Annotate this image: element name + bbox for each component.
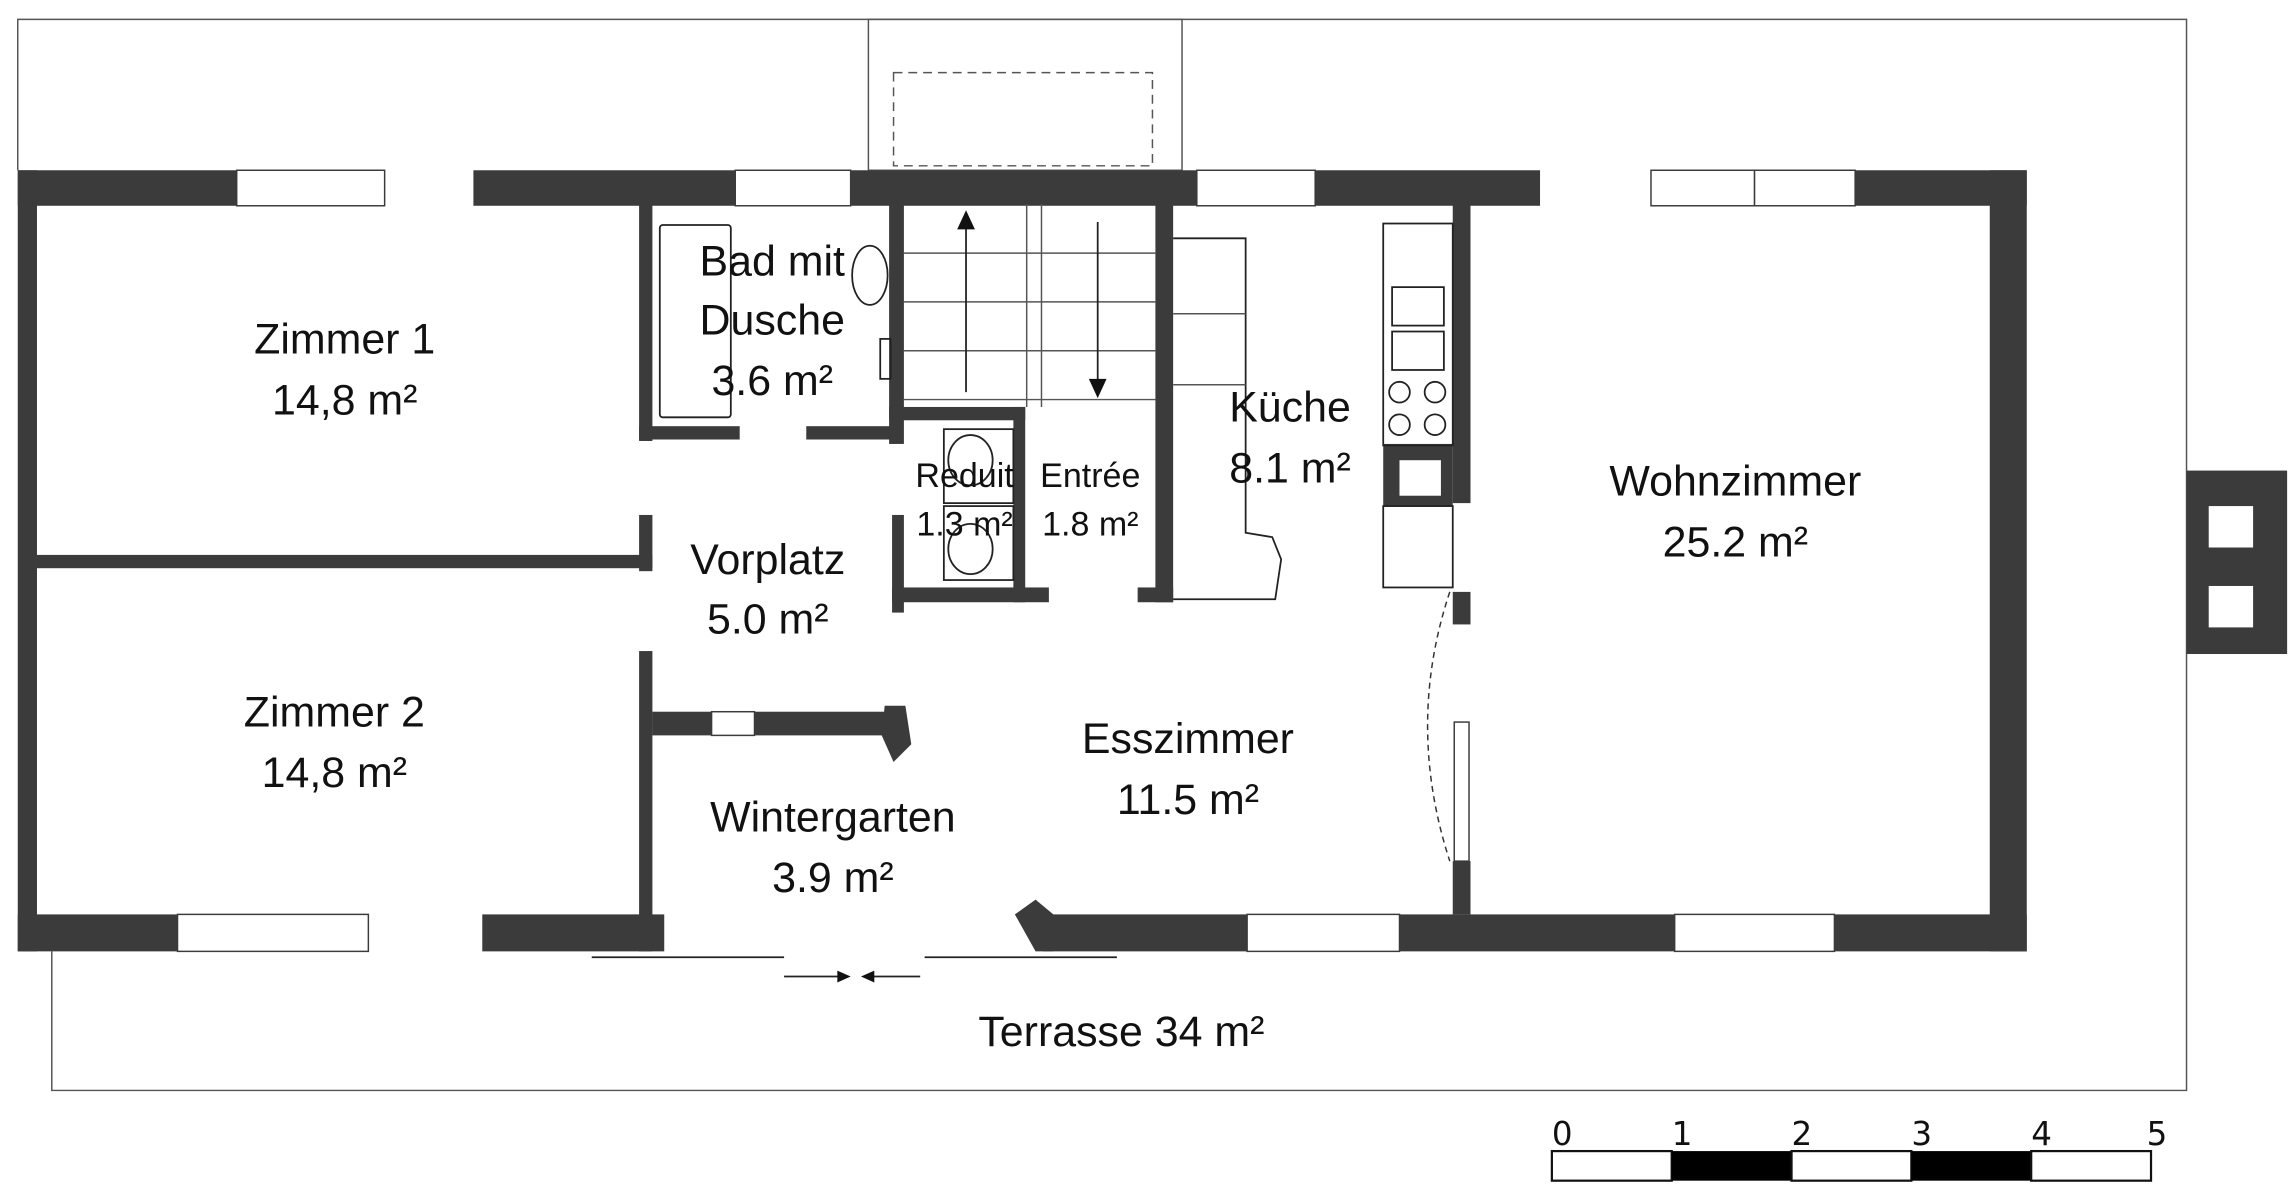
room-vorplatz-area: 5.0 m² (707, 595, 829, 643)
room-labels: Zimmer 1 14,8 m² Zimmer 2 14,8 m² Bad mi… (244, 237, 1861, 1056)
room-reduit-area: 1.3 m² (916, 506, 1012, 544)
scale-tick-2: 2 (1792, 1115, 1813, 1153)
terrasse-label: Terrasse 34 m² (978, 1008, 1264, 1056)
room-wohnzimmer-area: 25.2 m² (1663, 518, 1808, 566)
scale-tick-3: 3 (1911, 1115, 1932, 1153)
fixtures (591, 204, 1454, 983)
scale-tick-0: 0 (1552, 1115, 1573, 1153)
room-entree-area: 1.8 m² (1042, 506, 1138, 544)
room-zimmer1-area: 14,8 m² (272, 376, 417, 424)
room-vorplatz-name: Vorplatz (690, 536, 845, 584)
scale-tick-1: 1 (1672, 1115, 1693, 1153)
room-wintergarten-area: 3.9 m² (772, 854, 894, 902)
room-esszimmer-name: Esszimmer (1082, 715, 1294, 763)
room-wintergarten-name: Wintergarten (710, 794, 956, 842)
room-entree-name: Entrée (1040, 457, 1140, 495)
room-kueche-name: Küche (1229, 384, 1351, 432)
scale-tick-4: 4 (2031, 1115, 2052, 1153)
room-kueche-area: 8.1 m² (1229, 444, 1351, 492)
room-zimmer1-name: Zimmer 1 (254, 316, 435, 364)
room-zimmer2-area: 14,8 m² (262, 749, 407, 797)
room-bad-name1: Bad mit (700, 237, 845, 285)
room-reduit-name: Reduit (915, 457, 1014, 495)
room-bad-name2: Dusche (700, 296, 845, 344)
room-wohnzimmer-name: Wohnzimmer (1609, 458, 1861, 506)
scale-tick-5: 5 (2147, 1115, 2168, 1153)
room-bad-area: 3.6 m² (711, 357, 833, 405)
staircase (903, 204, 1156, 407)
walls (17, 169, 2288, 953)
room-zimmer2-name: Zimmer 2 (244, 689, 425, 737)
room-esszimmer-area: 11.5 m² (1117, 776, 1259, 824)
scale-bar: 0 1 2 3 4 5 (1550, 1115, 2168, 1182)
